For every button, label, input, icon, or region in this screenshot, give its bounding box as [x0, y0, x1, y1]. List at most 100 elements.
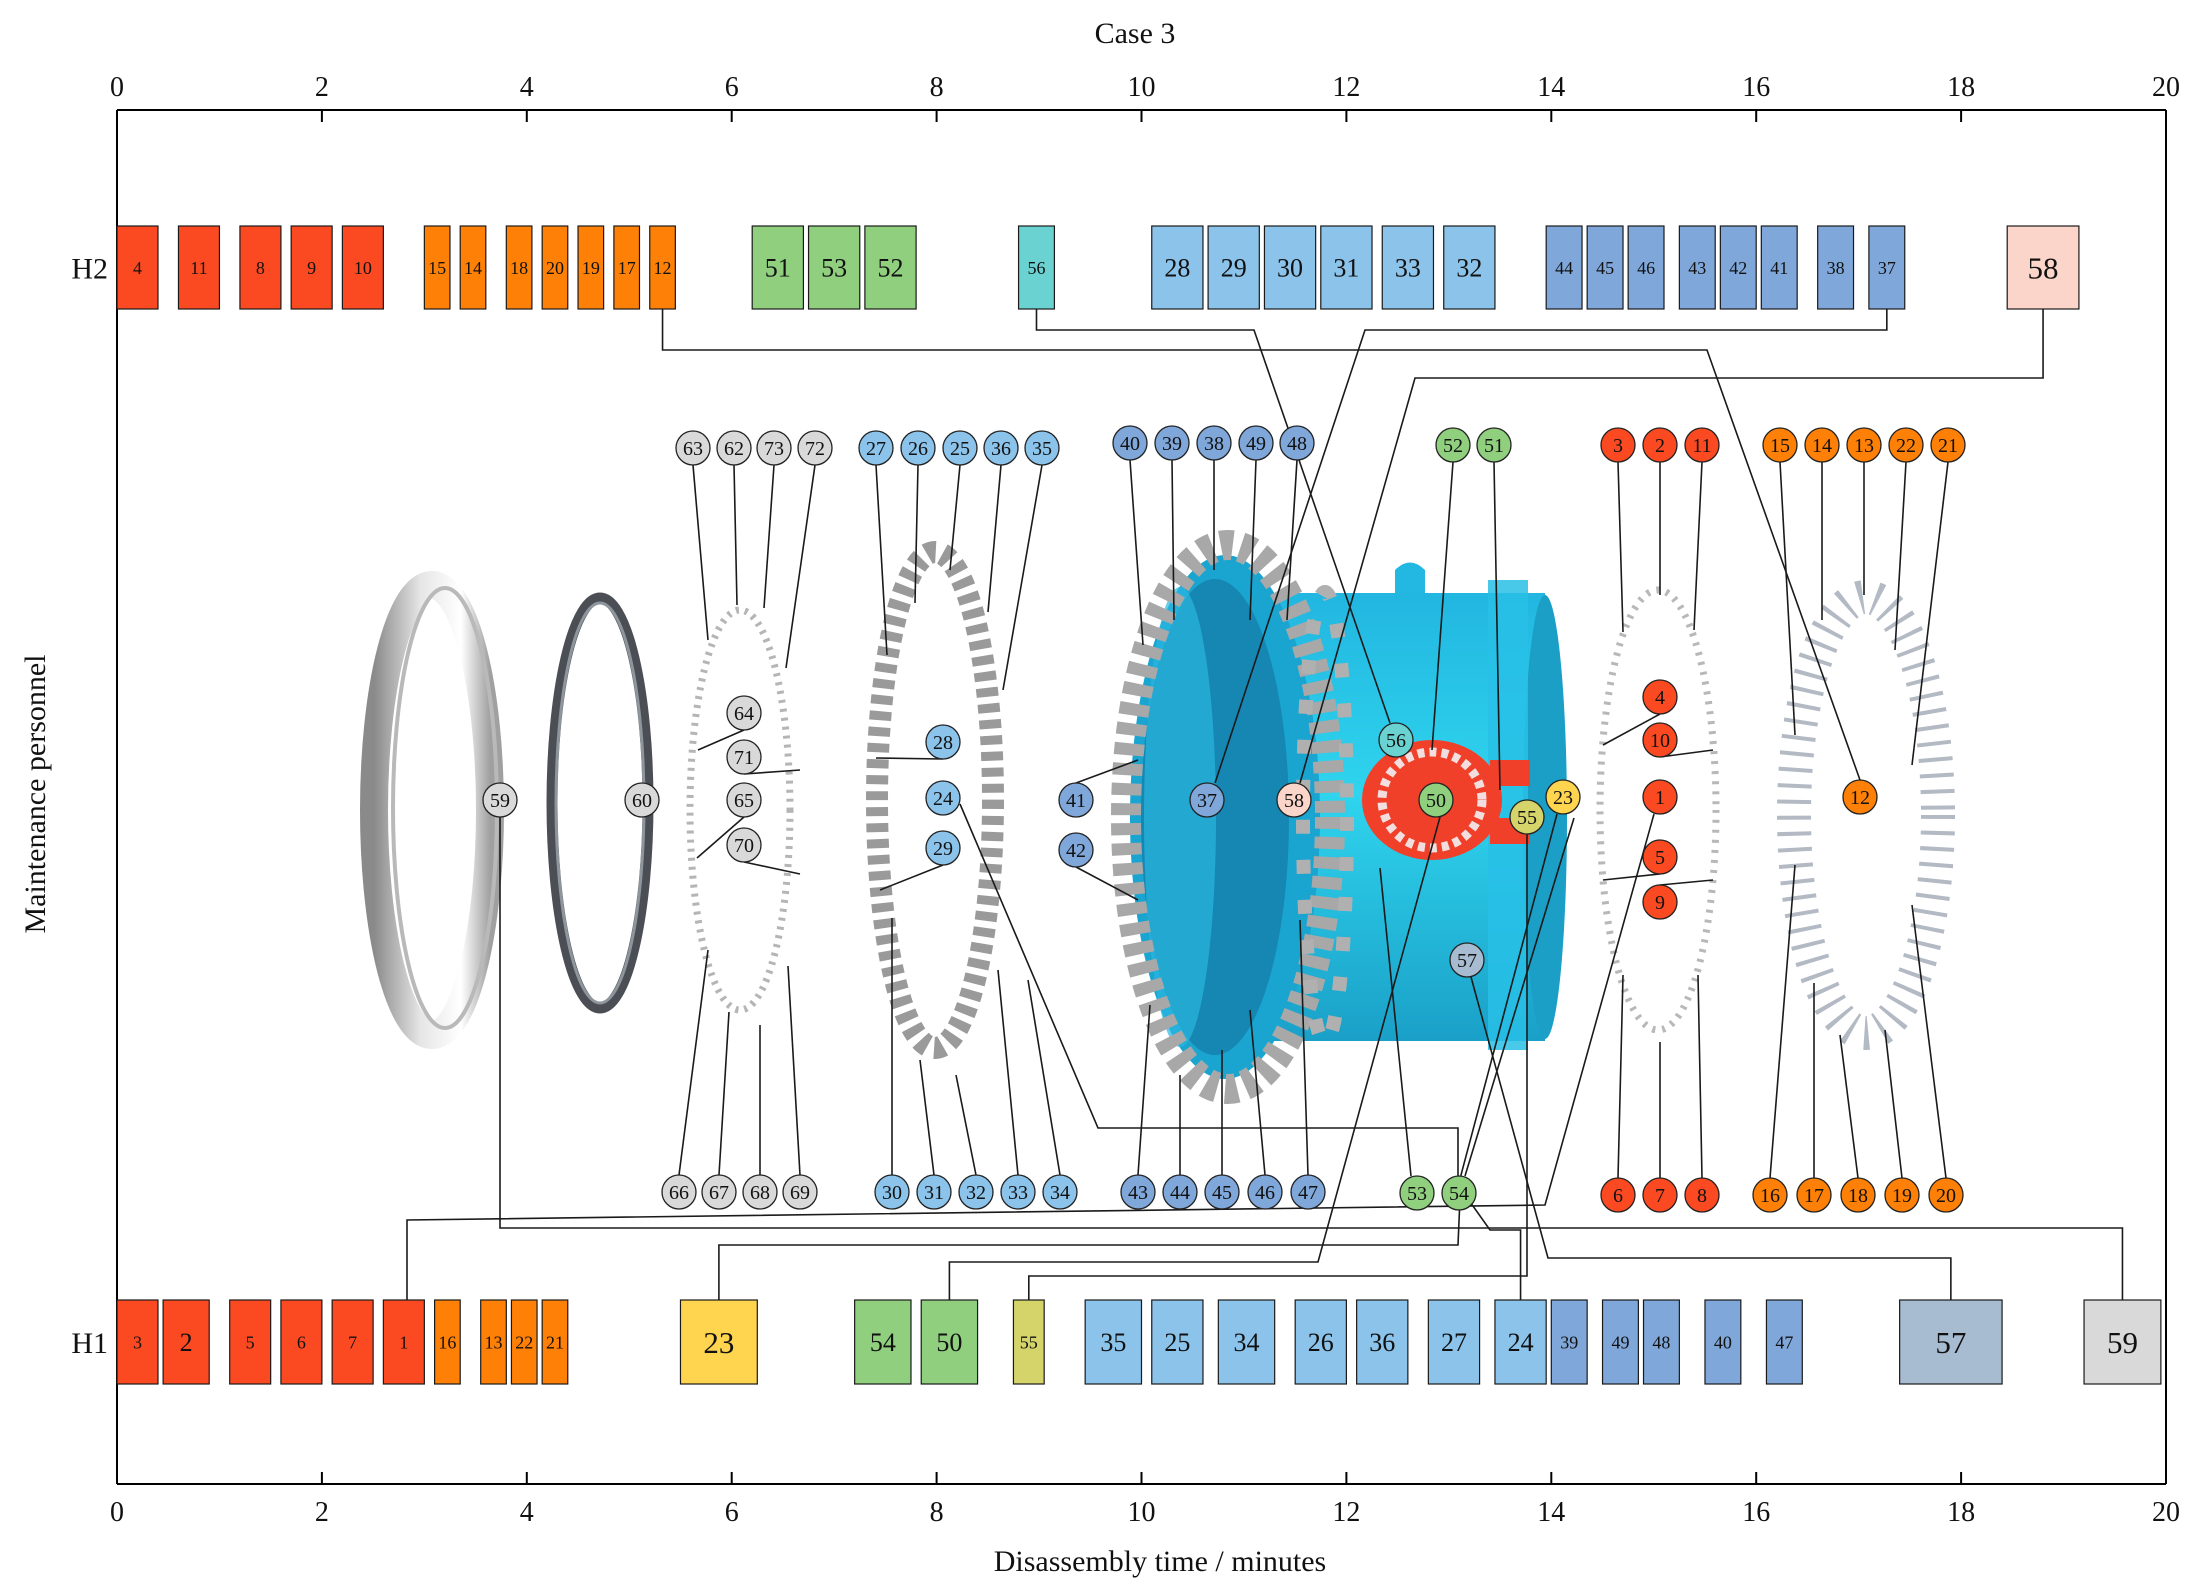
callout-pointer	[1075, 866, 1139, 901]
top-tick-label: 18	[1947, 72, 1975, 103]
link-1	[406, 813, 1655, 1300]
callout-label: 26	[908, 438, 928, 460]
task-bar	[1642, 1299, 1680, 1385]
callout-pointer	[1659, 879, 1714, 886]
link-59	[499, 817, 2124, 1300]
task-bar	[541, 225, 569, 310]
callout-label: 68	[750, 1182, 770, 1204]
callout-label: 41	[1066, 790, 1086, 812]
task-bar	[1084, 1299, 1143, 1385]
assembly-illustration	[360, 530, 1955, 1104]
callout-pointer	[696, 816, 745, 859]
task-label: 53	[821, 254, 847, 283]
callout-circle	[1418, 782, 1454, 818]
callout-circle	[1684, 1177, 1720, 1213]
callout-label: 20	[1936, 1185, 1956, 1207]
task-label: 54	[870, 1328, 896, 1357]
callout-pointer	[1697, 974, 1703, 1179]
callout-circle	[983, 430, 1019, 466]
callout-circle	[1842, 779, 1878, 815]
callout-label: 58	[1284, 790, 1304, 812]
task-label: 57	[1935, 1325, 1966, 1360]
task-label: 40	[1714, 1332, 1732, 1352]
task-bar	[229, 1299, 272, 1385]
callout-circle	[716, 430, 752, 466]
callout-pointer	[1911, 461, 1949, 766]
callout-circle	[1162, 1174, 1198, 1210]
top-tick-label: 20	[2152, 72, 2180, 103]
callout-label: 12	[1850, 787, 1870, 809]
bottom-tick-label: 18	[1947, 1497, 1975, 1528]
bottom-tick-label: 8	[930, 1497, 944, 1528]
task-bar	[177, 225, 221, 310]
task-label: 38	[1827, 258, 1845, 278]
callout-label: 16	[1760, 1185, 1780, 1207]
task-label: 10	[354, 258, 372, 278]
task-label: 58	[2028, 250, 2059, 285]
bottom-tick-label: 4	[520, 1497, 534, 1528]
callout-circle	[1276, 782, 1312, 818]
task-label: 23	[703, 1325, 734, 1360]
task-label: 41	[1770, 258, 1788, 278]
callout-circle	[1449, 942, 1485, 978]
task-bar	[2083, 1299, 2162, 1385]
task-label: 2	[180, 1328, 193, 1357]
callout-label: 13	[1854, 435, 1874, 457]
callout-label: 64	[734, 703, 754, 725]
callout-pointer	[743, 861, 801, 875]
callout-circle	[874, 1174, 910, 1210]
callout-circle	[1204, 1174, 1240, 1210]
link-56	[1035, 309, 1391, 724]
callout-circle	[782, 1174, 818, 1210]
callout-pointer	[1299, 919, 1309, 1176]
task-bar	[331, 1299, 374, 1385]
link-58	[1299, 309, 2044, 784]
task-bar	[649, 225, 676, 310]
link-37	[1214, 309, 1888, 784]
callout-pointer	[787, 965, 801, 1176]
callout-pointer	[1693, 461, 1703, 631]
callout-label: 27	[866, 438, 886, 460]
callout-pointer	[1075, 759, 1139, 784]
callout-circle	[1196, 425, 1232, 461]
task-bar	[1817, 225, 1855, 310]
callout-label: 43	[1128, 1182, 1148, 1204]
callout-label: 31	[924, 1182, 944, 1204]
callout-label: 1	[1655, 787, 1665, 809]
task-label: 5	[246, 1332, 255, 1352]
task-label: 17	[618, 258, 636, 278]
link-12	[661, 309, 1861, 781]
task-bar	[433, 1299, 461, 1385]
callout-label: 67	[709, 1182, 729, 1204]
task-label: 29	[1221, 254, 1247, 283]
task-label: 11	[190, 258, 207, 278]
callout-label: 22	[1896, 435, 1916, 457]
callout-circle	[1600, 427, 1636, 463]
callout-circle	[1189, 782, 1225, 818]
task-label: 36	[1369, 1328, 1395, 1357]
callout-pointer	[1286, 459, 1298, 621]
chart-title: Case 3	[1095, 17, 1176, 50]
callout-circle	[858, 430, 894, 466]
task-bar	[864, 225, 917, 310]
callout-pointer	[879, 864, 944, 891]
callout-circle	[1545, 779, 1581, 815]
callout-circle	[1804, 427, 1840, 463]
task-bar	[1207, 225, 1260, 310]
connector-lines	[406, 309, 2124, 1300]
callout-label: 62	[724, 438, 744, 460]
callout-label: 70	[734, 835, 754, 857]
callout-label: 45	[1212, 1182, 1232, 1204]
callout-circle	[1042, 1174, 1078, 1210]
callout-label: 6	[1613, 1185, 1623, 1207]
callout-pointer	[1839, 1034, 1859, 1179]
callout-circle	[1290, 1174, 1326, 1210]
task-bar	[1017, 225, 1056, 310]
callout-circle	[1642, 427, 1678, 463]
task-label: 13	[485, 1332, 503, 1352]
callout-pointer	[743, 769, 801, 775]
callout-label: 57	[1457, 950, 1477, 972]
callout-pointer	[949, 464, 961, 571]
